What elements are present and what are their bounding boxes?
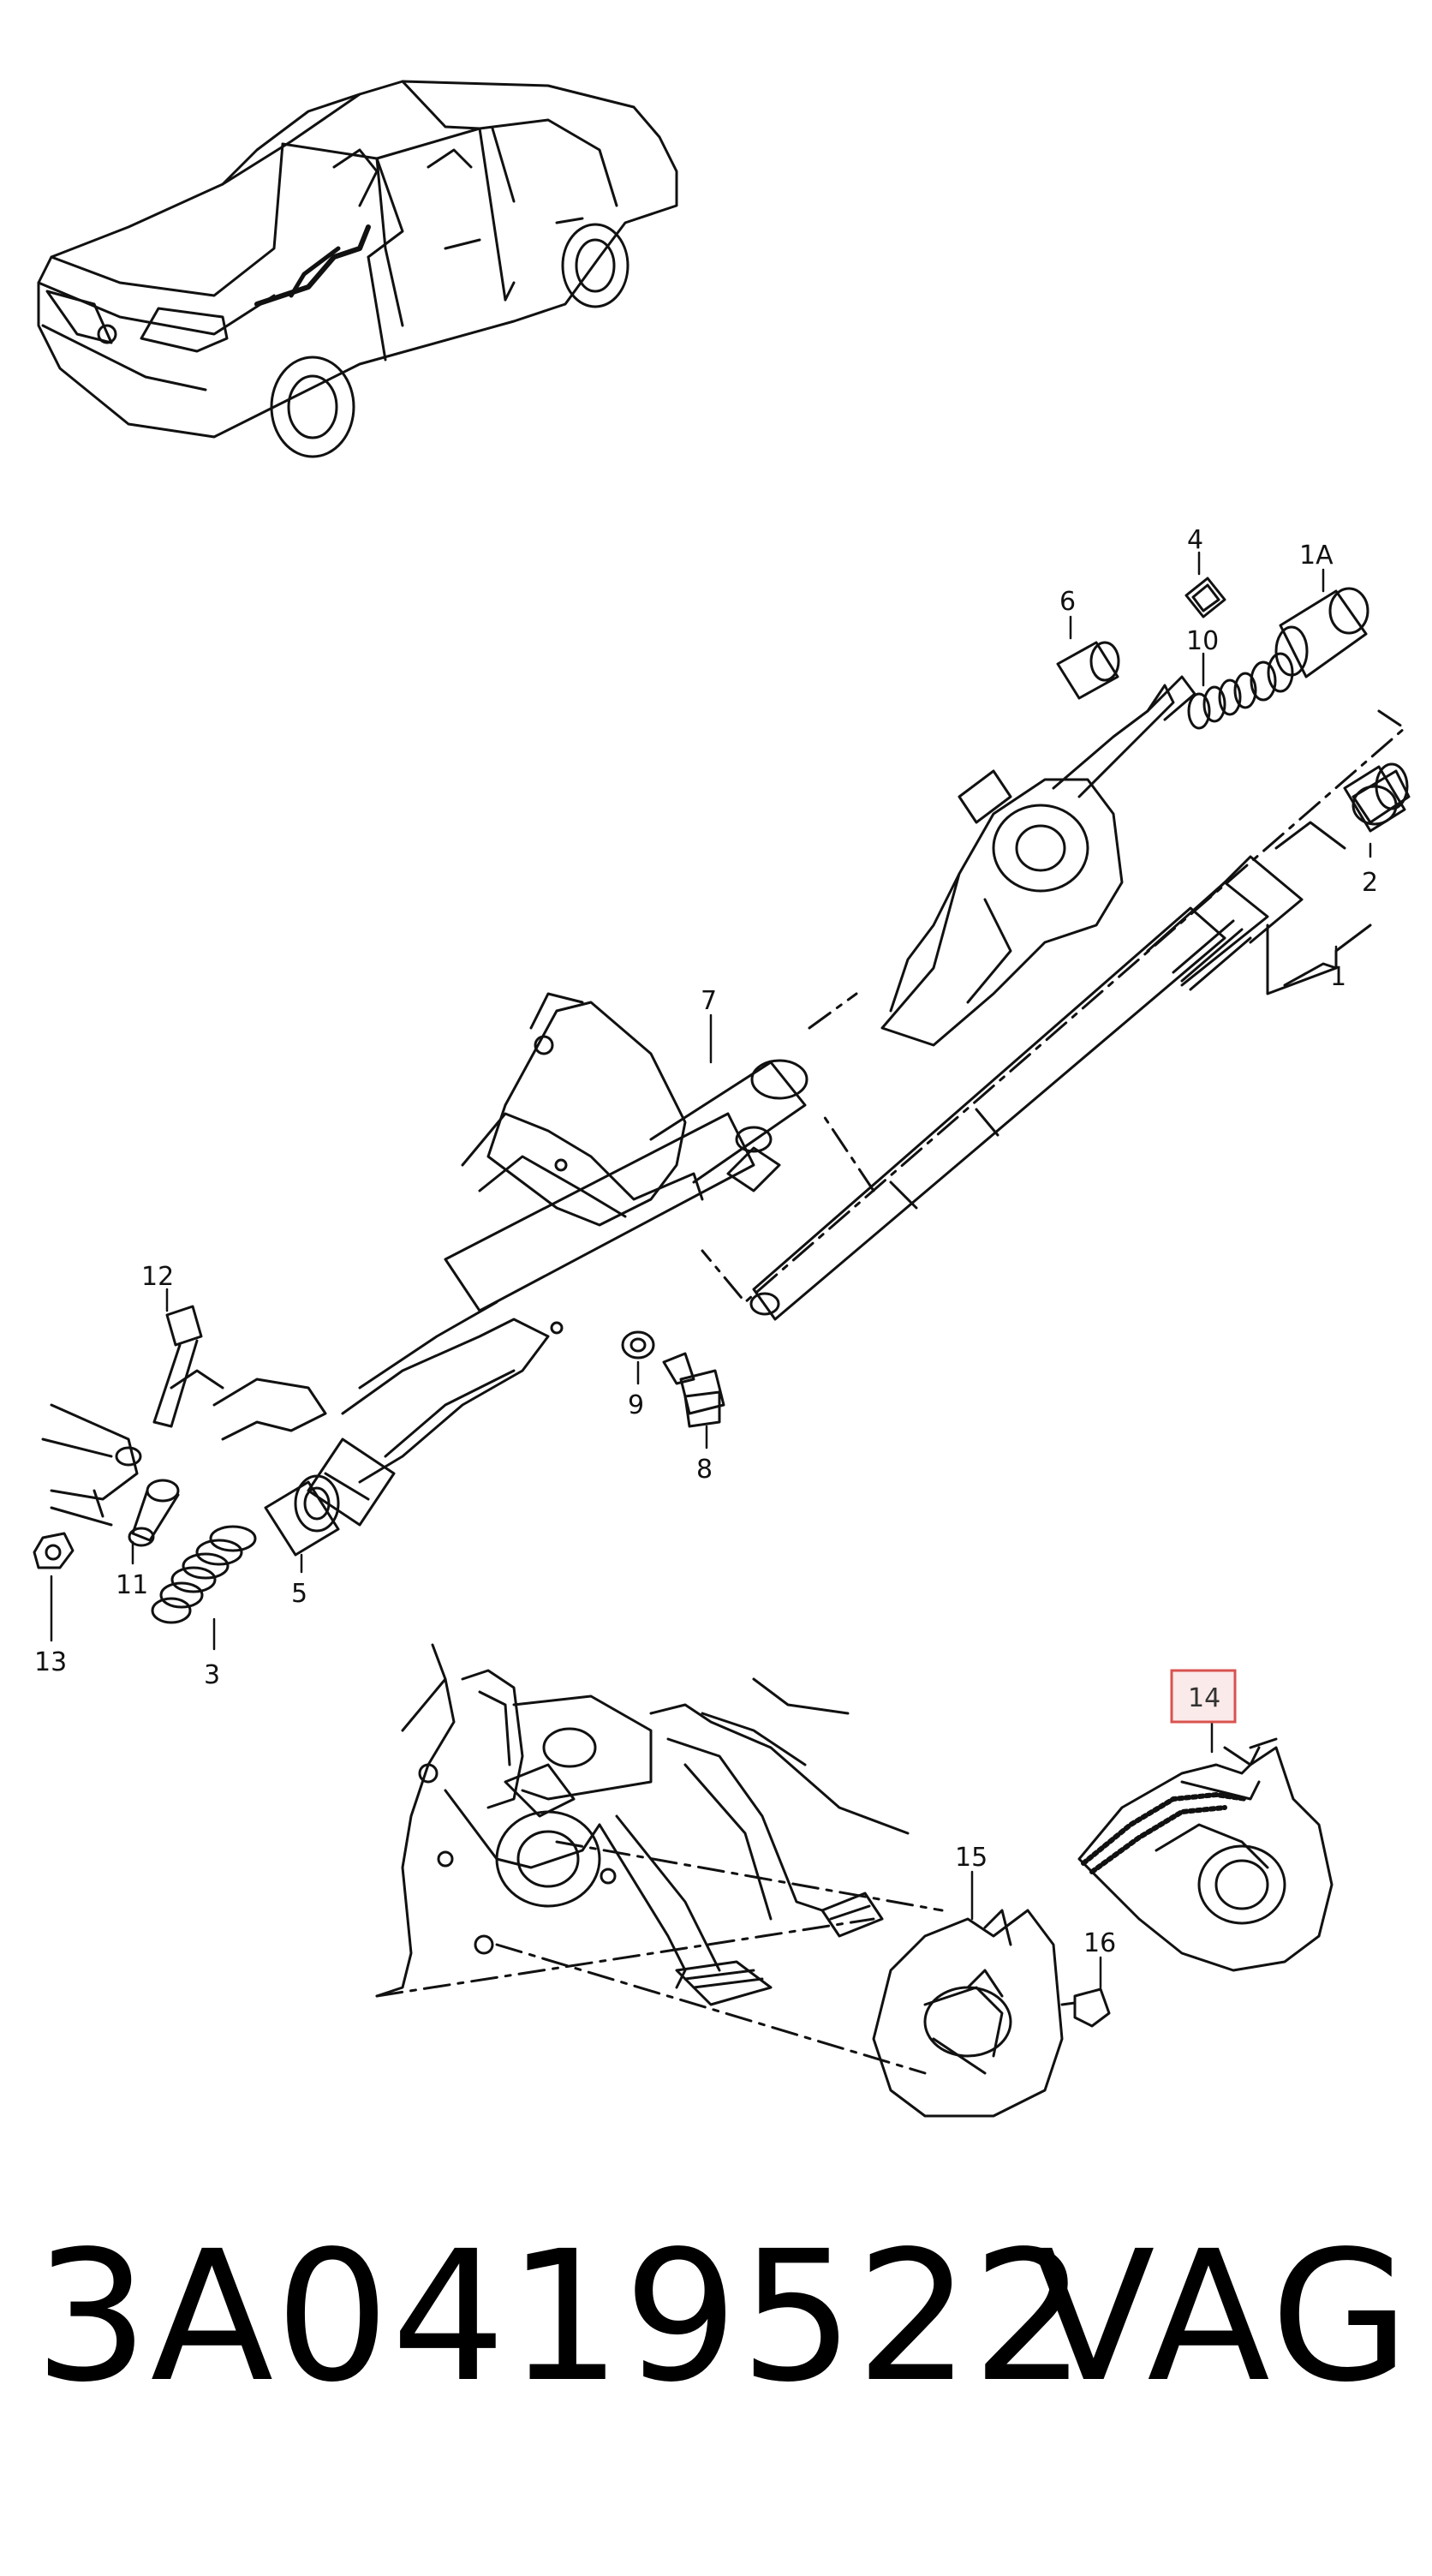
callout-14-highlight-box <box>1170 1669 1237 1724</box>
callout-2: 2 <box>1362 868 1378 898</box>
part-4-washer <box>1184 577 1226 619</box>
callout-14: 14 <box>1188 1683 1220 1713</box>
brand-label: VAG <box>1032 2212 1413 2422</box>
callout-11: 11 <box>116 1570 148 1600</box>
callout-7: 7 <box>701 986 717 1016</box>
callout-8: 8 <box>696 1455 713 1485</box>
part-16-clip <box>1060 1987 1111 2028</box>
part-10-spring <box>1187 652 1294 730</box>
callout-1a: 1A <box>1299 541 1334 571</box>
callout-9: 9 <box>628 1390 644 1420</box>
part-3-spring <box>151 1525 257 1624</box>
callout-12: 12 <box>141 1262 174 1292</box>
part-13-nut <box>33 1532 75 1569</box>
part-2-bearing <box>1343 762 1409 833</box>
part-6-bushing <box>1056 641 1120 700</box>
callout-1: 1 <box>1330 962 1346 992</box>
part-15-column-cover <box>872 1909 1064 2118</box>
callout-16: 16 <box>1083 1928 1116 1958</box>
part-9-washer <box>621 1330 655 1360</box>
car-illustration <box>37 80 678 458</box>
part-12-bolt <box>152 1305 203 1428</box>
pedal-assembly <box>375 1643 944 2075</box>
part-8-screw <box>662 1352 725 1428</box>
callout-15: 15 <box>955 1843 987 1873</box>
callout-labels: 4 1A 6 10 2 1 7 12 9 8 11 5 13 3 15 16 1… <box>34 525 1378 1958</box>
callout-6: 6 <box>1059 587 1076 617</box>
leader-lines <box>50 551 1372 1989</box>
callout-3: 3 <box>204 1660 220 1690</box>
callout-4: 4 <box>1187 525 1203 555</box>
steering-column-assembly <box>41 675 1411 1527</box>
callout-10: 10 <box>1186 626 1219 656</box>
callout-5: 5 <box>291 1579 307 1609</box>
part-number: 3A0419522 <box>34 2212 1089 2422</box>
part-14-column-cover <box>1077 1737 1334 1972</box>
part-5-bearing <box>264 1474 340 1557</box>
callout-13: 13 <box>34 1647 67 1677</box>
part-11-pin <box>128 1479 180 1547</box>
